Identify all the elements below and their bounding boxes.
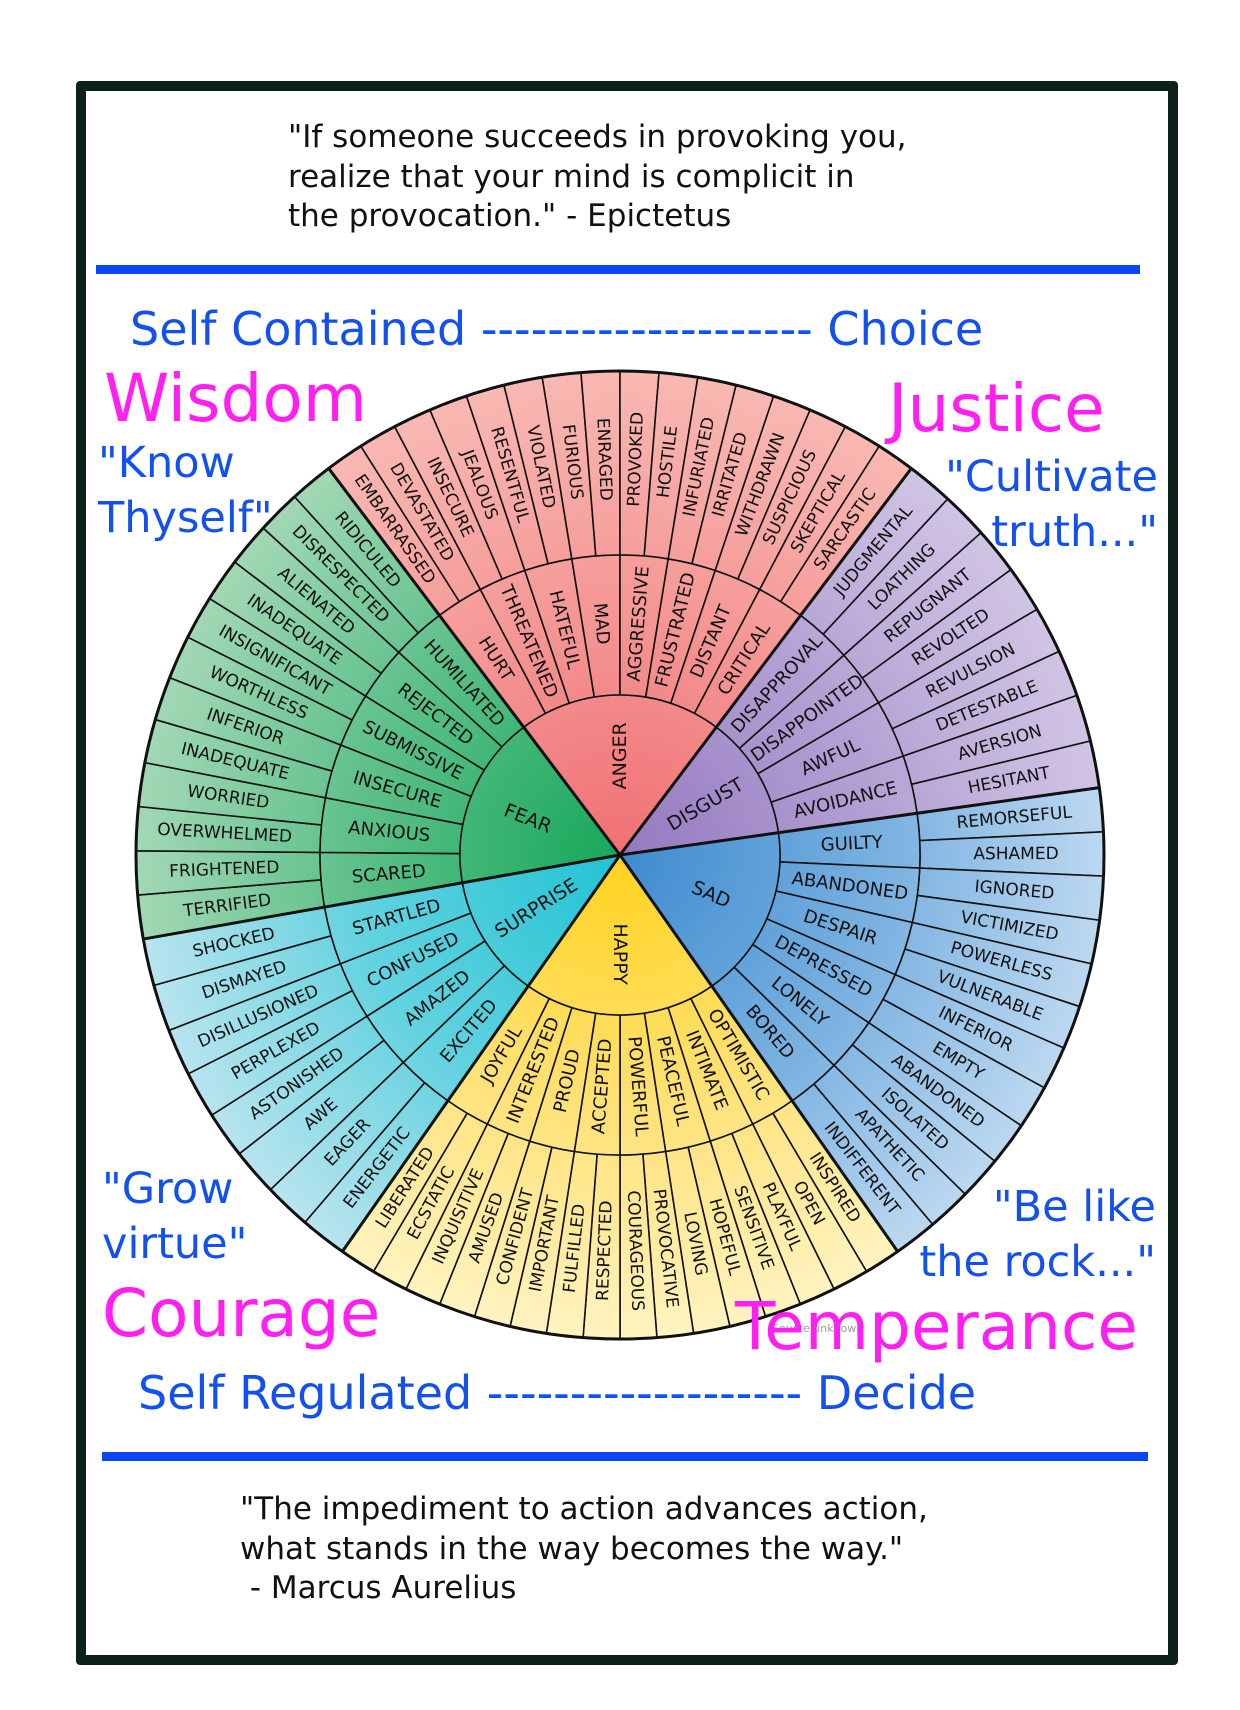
middle-emotion-label: MAD xyxy=(589,602,613,645)
axis-bottom-left: Self Regulated xyxy=(138,1366,473,1420)
outer-emotion-label: PROVOKED xyxy=(624,412,648,508)
core-emotion-label: HAPPY xyxy=(609,924,631,986)
motto-line: truth..." xyxy=(991,506,1158,557)
motto-line: Thyself" xyxy=(98,492,273,543)
axis-bottom-dashes: ------------------- xyxy=(486,1366,803,1420)
core-divider xyxy=(619,786,1100,857)
epictetus-quote: "If someone succeeds in provoking you, r… xyxy=(288,118,907,237)
outer-emotion-label: ASHAMED xyxy=(973,844,1058,864)
core-segment-happy xyxy=(527,853,713,1016)
motto-courage: "Grow virtue" xyxy=(102,1162,247,1271)
top-divider xyxy=(96,265,1140,274)
quote-line: the provocation." - Epictetus xyxy=(288,198,732,235)
core-segment-sad xyxy=(618,831,781,988)
virtue-temperance: Temperance xyxy=(735,1288,1138,1365)
motto-line: the rock..." xyxy=(919,1236,1156,1287)
axis-top-left: Self Contained xyxy=(130,302,467,356)
quote-line: "The impediment to action advances actio… xyxy=(240,1491,928,1527)
axis-bottom-right: Decide xyxy=(816,1366,977,1420)
quote-line: - Marcus Aurelius xyxy=(240,1570,517,1607)
core-segment-disgust xyxy=(618,726,780,857)
core-divider xyxy=(341,854,622,1253)
motto-line: virtue" xyxy=(102,1218,248,1269)
motto-line: "Be like xyxy=(992,1182,1156,1232)
motto-line: "Cultivate xyxy=(945,452,1158,502)
core-divider xyxy=(618,854,899,1253)
motto-line: "Know xyxy=(98,438,235,488)
virtue-justice: Justice xyxy=(888,370,1105,447)
core-emotion-label: ANGER xyxy=(609,722,631,789)
core-segment-fear xyxy=(459,726,622,884)
motto-line: "Grow xyxy=(102,1164,234,1214)
motto-justice: "Cultivate truth..." xyxy=(945,450,1158,559)
bottom-divider xyxy=(102,1452,1148,1461)
middle-emotion-label: GUILTY xyxy=(820,832,884,856)
wheel-outline xyxy=(134,369,1106,1341)
quote-line: what stands in the way becomes the way." xyxy=(240,1530,904,1567)
quote-line: "If someone succeeds in provoking you, xyxy=(288,119,907,155)
core-divider xyxy=(618,467,913,856)
axis-top: Self Contained -------------------- Choi… xyxy=(130,302,983,356)
outer-emotion-label: ENRAGED xyxy=(592,417,615,501)
core-divider xyxy=(143,853,621,941)
outer-emotion-label: RESPECTED xyxy=(593,1200,617,1301)
virtue-wisdom: Wisdom xyxy=(104,360,368,437)
motto-temperance: "Be like the rock..." xyxy=(919,1180,1156,1289)
aurelius-quote: "The impediment to action advances actio… xyxy=(240,1490,928,1609)
motto-wisdom: "Know Thyself" xyxy=(98,436,273,545)
core-segment-surprise xyxy=(461,853,622,988)
virtue-courage: Courage xyxy=(102,1275,381,1352)
quote-line: realize that your mind is complicit in xyxy=(288,158,855,195)
core-segment-anger xyxy=(522,694,718,857)
outer-emotion-label: COURAGEOUS xyxy=(623,1190,648,1311)
axis-top-right: Choice xyxy=(827,302,984,356)
core-divider xyxy=(327,467,622,856)
axis-top-dashes: -------------------- xyxy=(480,302,813,356)
axis-bottom: Self Regulated ------------------- Decid… xyxy=(138,1366,976,1420)
outer-emotion-label: FRIGHTENED xyxy=(169,858,280,882)
source-credit: Source unknown xyxy=(772,1322,864,1335)
